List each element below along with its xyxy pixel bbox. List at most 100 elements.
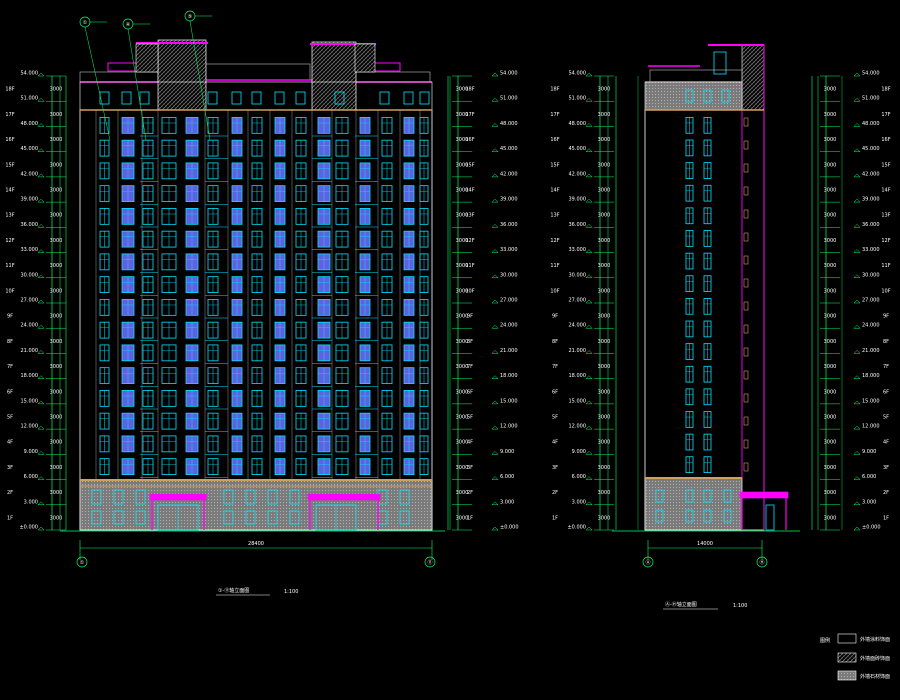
dimension-value: 3000 — [50, 389, 63, 395]
window — [403, 91, 414, 105]
floor-label: 1F — [552, 515, 558, 521]
level-marker — [491, 324, 499, 329]
level-marker — [37, 324, 45, 329]
level-marker — [853, 72, 861, 77]
level-marker — [585, 324, 593, 329]
elevation-label: 39.000 — [862, 197, 880, 203]
dimension-value: 3000 — [456, 87, 469, 93]
level-marker — [491, 97, 499, 102]
podium-window — [685, 489, 694, 503]
elevation-label: 33.000 — [569, 247, 587, 253]
floor-label: 14F — [550, 188, 559, 194]
level-marker — [491, 450, 499, 455]
floor-label: 7F — [7, 364, 13, 370]
podium-window — [267, 489, 278, 505]
floor-label: 2F — [883, 490, 889, 496]
elevation-label: 6.000 — [500, 474, 514, 480]
elevation-label: 45.000 — [21, 146, 39, 152]
level-marker — [853, 223, 861, 228]
side-elevation-title: Ⓐ-Ⓗ轴立面图 — [665, 601, 697, 608]
dimension-value: 3000 — [824, 137, 837, 143]
dimension-value: 3000 — [598, 87, 611, 93]
dimension-value: 3000 — [824, 238, 837, 244]
podium-window — [289, 510, 300, 525]
elevation-label: 3.000 — [862, 499, 876, 505]
dimension-value: 3000 — [598, 263, 611, 269]
floor-label: 6F — [467, 389, 473, 395]
side-marker — [743, 232, 749, 242]
axis-label: Ⓗ — [759, 559, 764, 566]
floor-label: 13F — [881, 213, 890, 219]
front-elevation-title: ①-⑪轴立面图 — [218, 587, 249, 594]
elevation-label: 12.000 — [21, 424, 39, 430]
floor-label: 5F — [467, 415, 473, 421]
floor-label: 8F — [552, 339, 558, 345]
elevation-label: 42.000 — [21, 171, 39, 177]
dimension-value: 3000 — [824, 515, 837, 521]
level-marker — [491, 274, 499, 279]
axis-label: ① — [83, 20, 88, 26]
level-marker — [491, 526, 499, 531]
level-marker — [585, 501, 593, 506]
elevation-label: 48.000 — [569, 121, 587, 127]
podium-window — [723, 509, 732, 523]
elevation-label: 6.000 — [572, 474, 586, 480]
floor-label: 11F — [550, 263, 559, 269]
floor-label: 3F — [883, 465, 889, 471]
floor-label: 18F — [550, 87, 559, 93]
floor-label: 12F — [465, 238, 474, 244]
elevation-label: 51.000 — [569, 96, 587, 102]
side-marker — [743, 370, 749, 380]
dimension-value: 3000 — [50, 339, 63, 345]
entrance-canopy — [307, 493, 381, 501]
floor-label: 17F — [881, 112, 890, 118]
dimension-value: 3000 — [824, 288, 837, 294]
side-marker — [743, 186, 749, 196]
podium-window — [245, 510, 256, 525]
podium-window — [655, 489, 664, 503]
elevation-label: ±0.000 — [19, 525, 38, 531]
level-marker — [585, 173, 593, 178]
floor-label: 7F — [552, 364, 558, 370]
dimension-value: 3000 — [824, 263, 837, 269]
level-marker — [853, 526, 861, 531]
floor-label: 3F — [7, 465, 13, 471]
elevation-label: 30.000 — [500, 272, 518, 278]
podium-window — [91, 489, 102, 505]
dimension-value: 3000 — [50, 162, 63, 168]
podium-window — [685, 509, 694, 523]
elevation-label: 18.000 — [569, 373, 587, 379]
dimension-value: 3000 — [50, 238, 63, 244]
level-marker — [853, 299, 861, 304]
dimension-value: 3000 — [598, 415, 611, 421]
dimension-value: 3000 — [456, 238, 469, 244]
axis-bubble — [424, 556, 436, 568]
floor-label: 15F — [881, 162, 890, 168]
side-marker — [743, 301, 749, 311]
side-marker — [743, 117, 749, 127]
dimension-value: 3000 — [824, 465, 837, 471]
elevation-label: 6.000 — [862, 474, 876, 480]
dimension-value: 3000 — [50, 515, 63, 521]
level-marker — [491, 198, 499, 203]
dimension-value: 3000 — [456, 389, 469, 395]
level-marker — [585, 198, 593, 203]
podium-window — [135, 510, 146, 525]
dimension-value: 3000 — [50, 288, 63, 294]
floor-label: 14F — [5, 188, 14, 194]
dimension-value: 3000 — [824, 440, 837, 446]
side-marker — [743, 347, 749, 357]
dimension-value: 3000 — [456, 112, 469, 118]
podium-window — [289, 489, 300, 505]
legend-swatch-plain — [837, 633, 857, 644]
dimension-value: 3000 — [598, 188, 611, 194]
elevation-label: 24.000 — [500, 323, 518, 329]
level-marker — [585, 450, 593, 455]
elevation-label: 18.000 — [500, 373, 518, 379]
parapet — [204, 63, 311, 81]
floor-label: 14F — [881, 188, 890, 194]
side-marker — [743, 324, 749, 334]
floor-label: 16F — [5, 137, 14, 143]
dimension-value: 3000 — [598, 314, 611, 320]
dimension-value: 3000 — [456, 263, 469, 269]
